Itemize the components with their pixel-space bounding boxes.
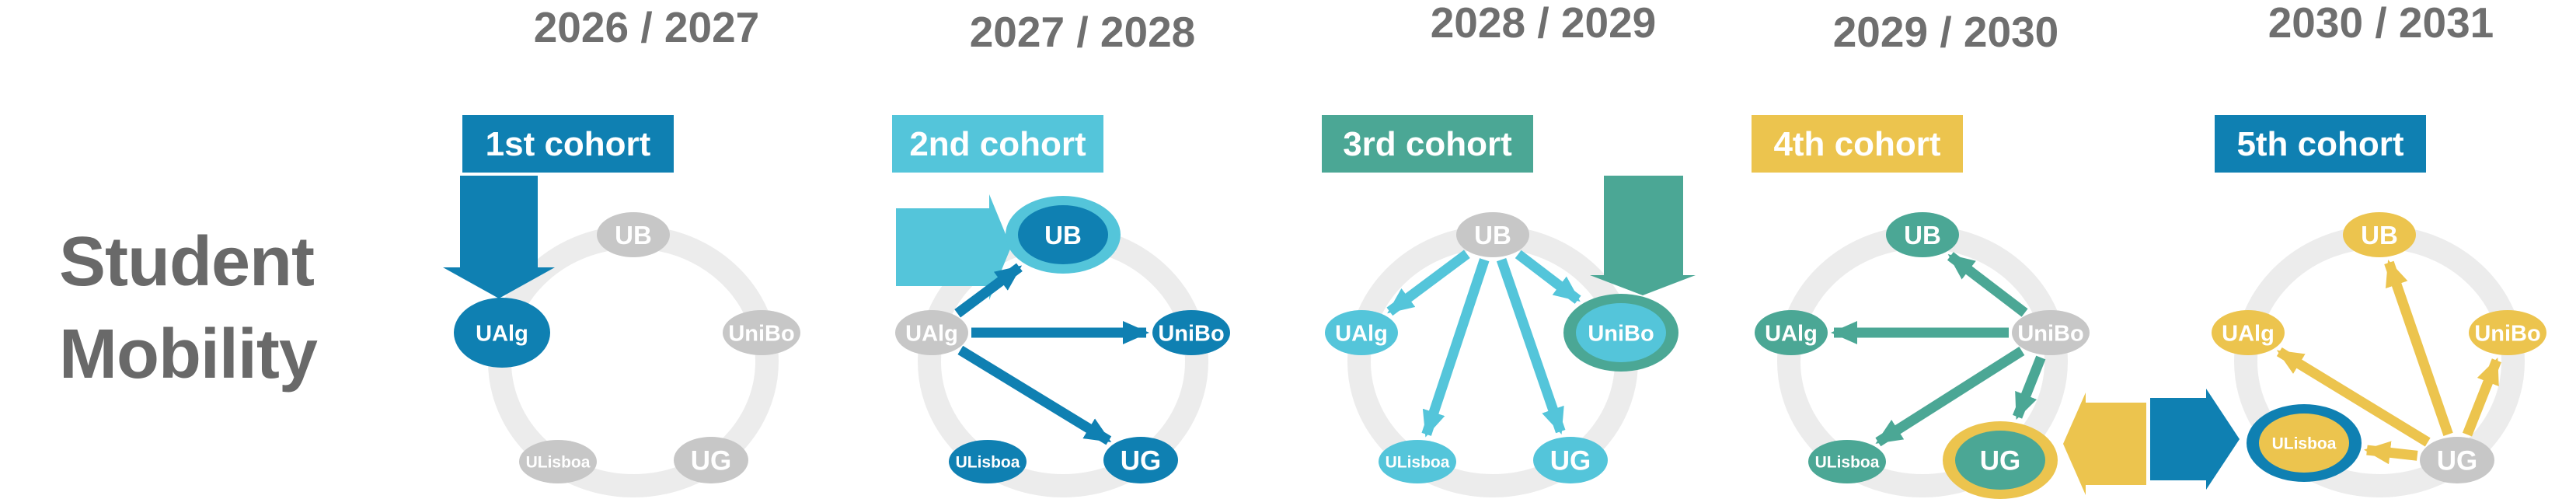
flow-arrow-UG-to-UAlg xyxy=(2276,347,2431,447)
university-node-UAlg: UAlg xyxy=(895,310,968,355)
cohort-entry-arrow-down xyxy=(1590,176,1696,295)
flow-arrow-UAlg-to-UG xyxy=(957,345,1112,445)
cohort-banner-label: 5th cohort xyxy=(2236,125,2403,163)
flow-arrow-UniBo-to-UB xyxy=(1947,252,2028,317)
page-title: Student Mobility xyxy=(59,216,424,401)
university-node-label: UG xyxy=(2437,446,2478,476)
cohort-banner-label: 4th cohort xyxy=(1773,125,1940,163)
year-label: 2027 / 2028 xyxy=(970,8,1196,56)
university-node-ULisboa: ULisboa xyxy=(2247,404,2362,482)
university-node-UAlg: UAlg xyxy=(454,298,550,368)
university-node-ULisboa: ULisboa xyxy=(1379,440,1456,483)
university-node-UniBo: UniBo xyxy=(1563,294,1678,372)
university-node-UG: UG xyxy=(674,437,748,483)
university-node-label: UG xyxy=(691,446,732,476)
flow-arrow-UB-to-UAlg xyxy=(1386,250,1470,316)
cohort-banner: 4th cohort xyxy=(1752,115,1963,173)
cohort-banner-label: 2nd cohort xyxy=(909,125,1086,163)
flow-arrow-UG-to-ULisboa xyxy=(2363,441,2418,465)
university-node-label: UniBo xyxy=(2474,321,2540,346)
university-node-label: UniBo xyxy=(728,321,794,346)
university-node-ULisboa: ULisboa xyxy=(949,440,1027,483)
university-node-label: UAlg xyxy=(1765,321,1818,346)
flow-arrow-UB-to-UG xyxy=(1496,258,1566,434)
university-node-UAlg: UAlg xyxy=(2212,310,2285,355)
university-node-UB: UB xyxy=(1006,196,1121,274)
cohort-entry-arrow-down xyxy=(443,176,555,298)
university-node-UniBo: UniBo xyxy=(2012,310,2090,355)
flow-arrow-UG-to-UB xyxy=(2384,260,2453,437)
university-node-label: UAlg xyxy=(1335,321,1388,346)
university-node-label: UniBo xyxy=(1158,321,1224,346)
year-label: 2026 / 2027 xyxy=(534,3,760,51)
university-node-UniBo: UniBo xyxy=(723,310,800,355)
university-node-UG: UG xyxy=(1943,421,2058,499)
cohort-banner-label: 1st cohort xyxy=(486,125,651,163)
university-node-UG: UG xyxy=(1103,437,1178,483)
university-node-UniBo: UniBo xyxy=(2469,310,2546,355)
cohort-entry-arrow-left xyxy=(2063,393,2146,495)
cohort-banner: 5th cohort xyxy=(2215,115,2426,173)
university-node-UG: UG xyxy=(2420,437,2494,483)
university-node-label: UG xyxy=(1121,446,1162,476)
university-node-UAlg: UAlg xyxy=(1325,310,1398,355)
university-node-label: ULisboa xyxy=(526,454,591,472)
university-node-UB: UB xyxy=(1456,212,1529,257)
year-label: 2028 / 2029 xyxy=(1431,0,1657,47)
university-node-label: ULisboa xyxy=(1815,454,1880,472)
university-node-ULisboa: ULisboa xyxy=(1808,440,1886,483)
university-node-ULisboa: ULisboa xyxy=(519,440,597,483)
cohort-banner-label: 3rd cohort xyxy=(1343,125,1512,163)
university-node-label: ULisboa xyxy=(956,454,1020,472)
university-node-label: UB xyxy=(1044,221,1082,250)
university-node-label: UniBo xyxy=(1588,321,1654,346)
university-node-label: ULisboa xyxy=(1386,454,1450,472)
year-label: 2030 / 2031 xyxy=(2268,0,2494,47)
page-title-line2: Mobility xyxy=(59,315,318,393)
year-label: 2029 / 2030 xyxy=(1833,8,2059,56)
university-node-UG: UG xyxy=(1533,437,1608,483)
flow-arrow-UB-to-UniBo xyxy=(1515,250,1581,304)
university-node-label: UG xyxy=(1550,446,1591,476)
university-node-label: UB xyxy=(615,221,652,250)
flow-arrow-UG-to-UniBo xyxy=(2462,357,2501,437)
page-title-line1: Student xyxy=(59,223,315,301)
cohort-entry-arrow-right xyxy=(2150,389,2240,490)
flow-arrow-UniBo-to-ULisboa xyxy=(1875,347,2025,447)
university-node-label: ULisboa xyxy=(2272,435,2337,453)
university-node-UB: UB xyxy=(2343,212,2416,257)
university-node-UB: UB xyxy=(597,212,670,257)
flow-arrow-UB-to-ULisboa xyxy=(1421,258,1490,438)
university-node-UB: UB xyxy=(1886,212,1959,257)
flow-arrow-UniBo-to-UG xyxy=(2013,355,2046,420)
university-node-label: UG xyxy=(1980,446,2021,476)
university-node-label: UB xyxy=(2361,221,2398,250)
university-node-UAlg: UAlg xyxy=(1755,310,1828,355)
university-node-label: UAlg xyxy=(2222,321,2274,346)
university-node-UniBo: UniBo xyxy=(1152,310,1230,355)
cohort-banner: 3rd cohort xyxy=(1322,115,1533,173)
university-node-label: UAlg xyxy=(476,321,528,346)
university-node-label: UAlg xyxy=(905,321,958,346)
cohort-banner: 2nd cohort xyxy=(892,115,1103,173)
cohort-banner: 1st cohort xyxy=(462,115,674,173)
university-node-label: UB xyxy=(1904,221,1941,250)
university-node-label: UB xyxy=(1474,221,1511,250)
flow-arrow-UAlg-to-UB xyxy=(954,263,1023,318)
university-node-label: UniBo xyxy=(2017,321,2083,346)
